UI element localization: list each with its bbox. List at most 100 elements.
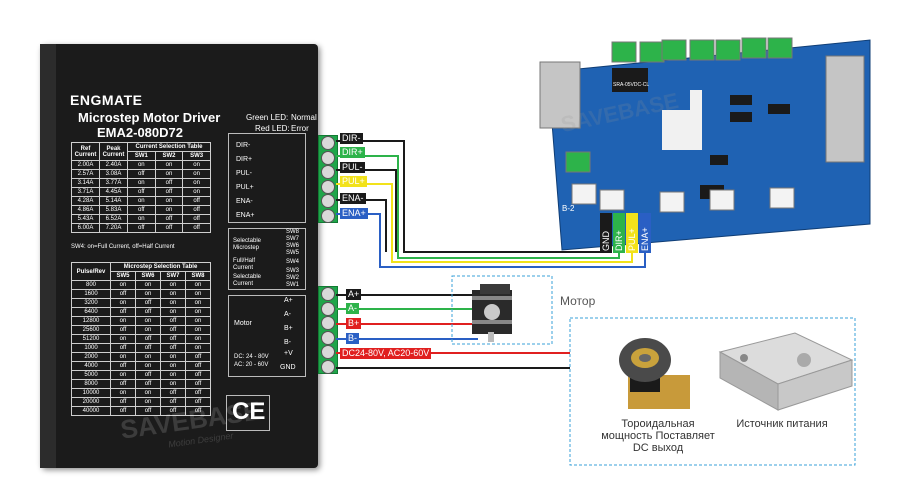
board-pin-gnd: GND — [600, 213, 612, 253]
switching-power-supply-image — [718, 332, 854, 411]
wire-label-a-plus: A+ — [346, 289, 362, 300]
board-terminal — [639, 41, 665, 63]
driver-brand: ENGMATE — [70, 92, 143, 108]
table-cell: off — [182, 223, 211, 233]
switch-label: SW8 — [286, 229, 300, 235]
board-terminal — [689, 39, 715, 61]
wire-label-ena-minus: ENA- — [340, 193, 366, 204]
power-spec: AC: 20 - 60V — [234, 362, 269, 368]
terminal-screw — [321, 136, 335, 150]
pin-label: A- — [284, 311, 291, 318]
board-terminal — [599, 189, 625, 211]
terminal-screw — [321, 179, 335, 194]
dip-switch-box — [228, 228, 306, 290]
switch-group-label: Current — [233, 281, 254, 287]
wire-label-pul-minus: PUL- — [340, 162, 365, 173]
board-pin-ena-plus: ENA+ — [639, 213, 651, 253]
power-supply-caption: Источник питания — [736, 418, 828, 430]
terminal-screw — [321, 165, 335, 179]
switch-group-label: Full/Half — [233, 258, 256, 264]
toroidal-caption: Тороидальная мощность Поставляет DC выхо… — [588, 418, 728, 454]
pin-label: ENA+ — [236, 212, 255, 219]
terminal-screw — [321, 194, 335, 208]
switch-label: SW5 — [286, 250, 300, 256]
wire-pul-plus — [336, 183, 633, 263]
motor-pins-label: Motor — [234, 320, 252, 327]
breakout-board-image — [539, 39, 871, 251]
pin-label: A+ — [284, 297, 293, 304]
signal-pin-box — [228, 133, 306, 223]
board-terminal-blocks — [565, 37, 795, 213]
wire-label-dir-plus: DIR+ — [340, 147, 365, 158]
board-terminal — [659, 191, 685, 213]
wire-label-a-minus: A- — [346, 303, 359, 314]
terminal-screw — [321, 287, 335, 301]
pin-label: B- — [284, 339, 291, 346]
green-led-label: Green LED: — [246, 113, 289, 122]
red-led-label: Red LED: — [255, 124, 290, 133]
relay-label: SRA-05VDC-CL — [613, 82, 650, 88]
switch-group-label: Microstep — [233, 245, 260, 251]
terminal-screw — [321, 316, 335, 330]
ce-mark-box — [226, 395, 270, 431]
toroidal-caption-line: мощность Поставляет — [601, 430, 715, 442]
motor-dashed-box — [451, 275, 553, 345]
board-terminal — [709, 189, 735, 211]
toroidal-caption-line: Тороидальная — [621, 418, 695, 430]
board-terminal — [769, 187, 795, 209]
board-terminal — [715, 39, 741, 61]
wire-label-pul-plus: PUL+ — [340, 176, 367, 187]
driver-heatsink-edge — [40, 44, 56, 468]
toroidal-caption-line: DC выход — [632, 442, 684, 454]
board-terminal — [565, 151, 591, 173]
microstep-selection-table: Pulse/Rev Microstep Selection Table SW5 … — [71, 262, 212, 416]
wire-label-ena-plus: ENA+ — [340, 208, 368, 219]
terminal-screw — [321, 345, 335, 359]
switch-group-label: Selectable — [233, 274, 262, 280]
switch-label: SW4 — [286, 259, 300, 265]
power-spec: DC: 24 - 80V — [234, 354, 269, 360]
power-dashed-box — [569, 317, 856, 466]
terminal-screw — [321, 150, 335, 165]
board-terminal — [741, 37, 767, 59]
red-led-value: Error — [291, 124, 309, 133]
table-cell: 7.20A — [99, 223, 128, 233]
switch-label: SW7 — [286, 236, 300, 242]
terminal-screw — [321, 359, 335, 374]
table-cell: 40000 — [71, 406, 111, 416]
switch-label: SW3 — [286, 268, 300, 274]
wire-label-dir-minus: DIR- — [340, 133, 363, 144]
board-terminal — [661, 39, 687, 61]
terminal-screw — [321, 330, 335, 345]
ce-mark: CE — [232, 398, 266, 425]
driver-title: Microstep Motor Driver — [78, 110, 221, 125]
toroidal-power-image — [619, 338, 690, 409]
pin-label: DIR+ — [236, 156, 253, 163]
pin-label: +V — [284, 350, 293, 357]
wire-dir-plus — [336, 155, 620, 259]
board-label-b2: B-2 — [562, 204, 575, 213]
board-pin-dir-plus: DIR+ — [613, 213, 625, 253]
wire-label-power: DC24-80V, AC20-60V — [340, 348, 432, 359]
switch-label: SW6 — [286, 243, 300, 249]
wire-label-b-plus: B+ — [346, 318, 362, 329]
terminal-screw — [321, 208, 335, 223]
current-selection-table: Ref Current Peak Current Current Selecti… — [71, 142, 211, 233]
green-led-value: Normal — [291, 113, 317, 122]
motor-power-pin-box — [228, 295, 306, 377]
pin-label: PUL+ — [236, 184, 254, 191]
board-terminal — [571, 183, 597, 205]
pin-label: ENA- — [236, 198, 253, 205]
pin-label: PUL- — [236, 170, 252, 177]
pin-label: DIR- — [236, 142, 251, 149]
wire-label-b-minus: B- — [346, 333, 359, 344]
